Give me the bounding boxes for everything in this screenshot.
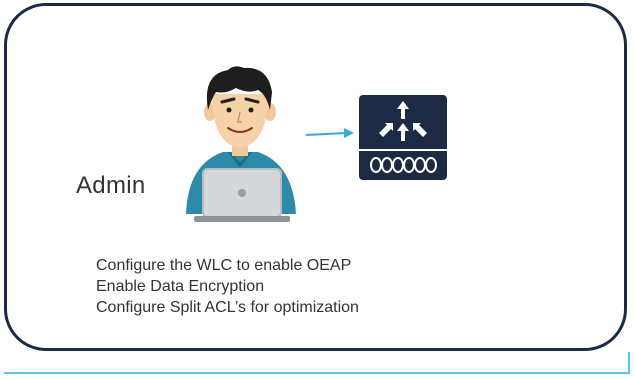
task-item: Enable Data Encryption	[96, 278, 265, 295]
diagram-panel	[4, 3, 627, 351]
wireless-lan-controller-icon	[359, 95, 447, 180]
accent-line	[4, 372, 630, 374]
task-list: Configure the WLC to enable OEAP Enable …	[96, 255, 359, 318]
admin-label: Admin	[76, 172, 146, 199]
admin-with-laptop-icon	[186, 66, 296, 222]
accent-tick	[628, 352, 630, 373]
right-arrow-icon	[305, 128, 354, 138]
task-item: Configure Split ACL’s for optimization	[96, 299, 359, 316]
task-item: Configure the WLC to enable OEAP	[96, 257, 352, 274]
